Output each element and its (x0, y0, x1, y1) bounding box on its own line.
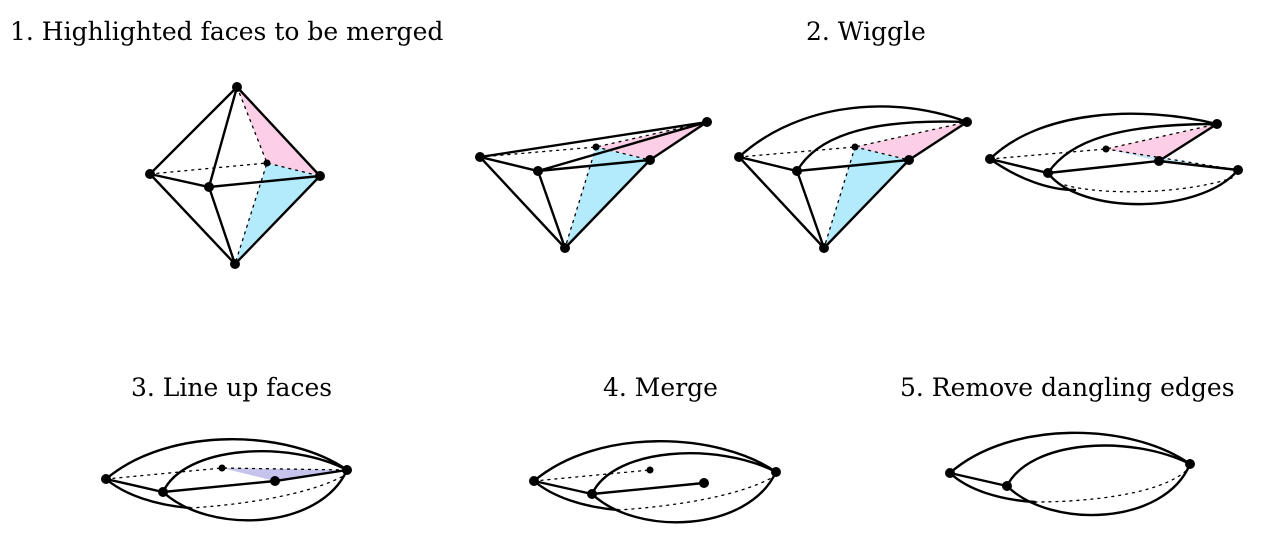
step-3-line-up (101, 438, 352, 522)
step-1-title: 1. Highlighted faces to be merged (10, 17, 443, 46)
step-2-wiggle-b (734, 105, 972, 253)
step-4-title: 4. Merge (603, 373, 718, 402)
step-2-title: 2. Wiggle (806, 17, 926, 46)
step-1-octahedron (145, 82, 325, 269)
step-3-title: 3. Line up faces (131, 373, 332, 402)
aligned-faces (222, 468, 347, 481)
step-2-wiggle-a (475, 117, 712, 253)
step-5-title: 5. Remove dangling edges (900, 373, 1235, 402)
step-5-remove-dangling (945, 431, 1195, 517)
step-2-wiggle-c (985, 112, 1243, 206)
step-4-merge (529, 440, 781, 524)
highlighted-face-blue (235, 163, 320, 264)
